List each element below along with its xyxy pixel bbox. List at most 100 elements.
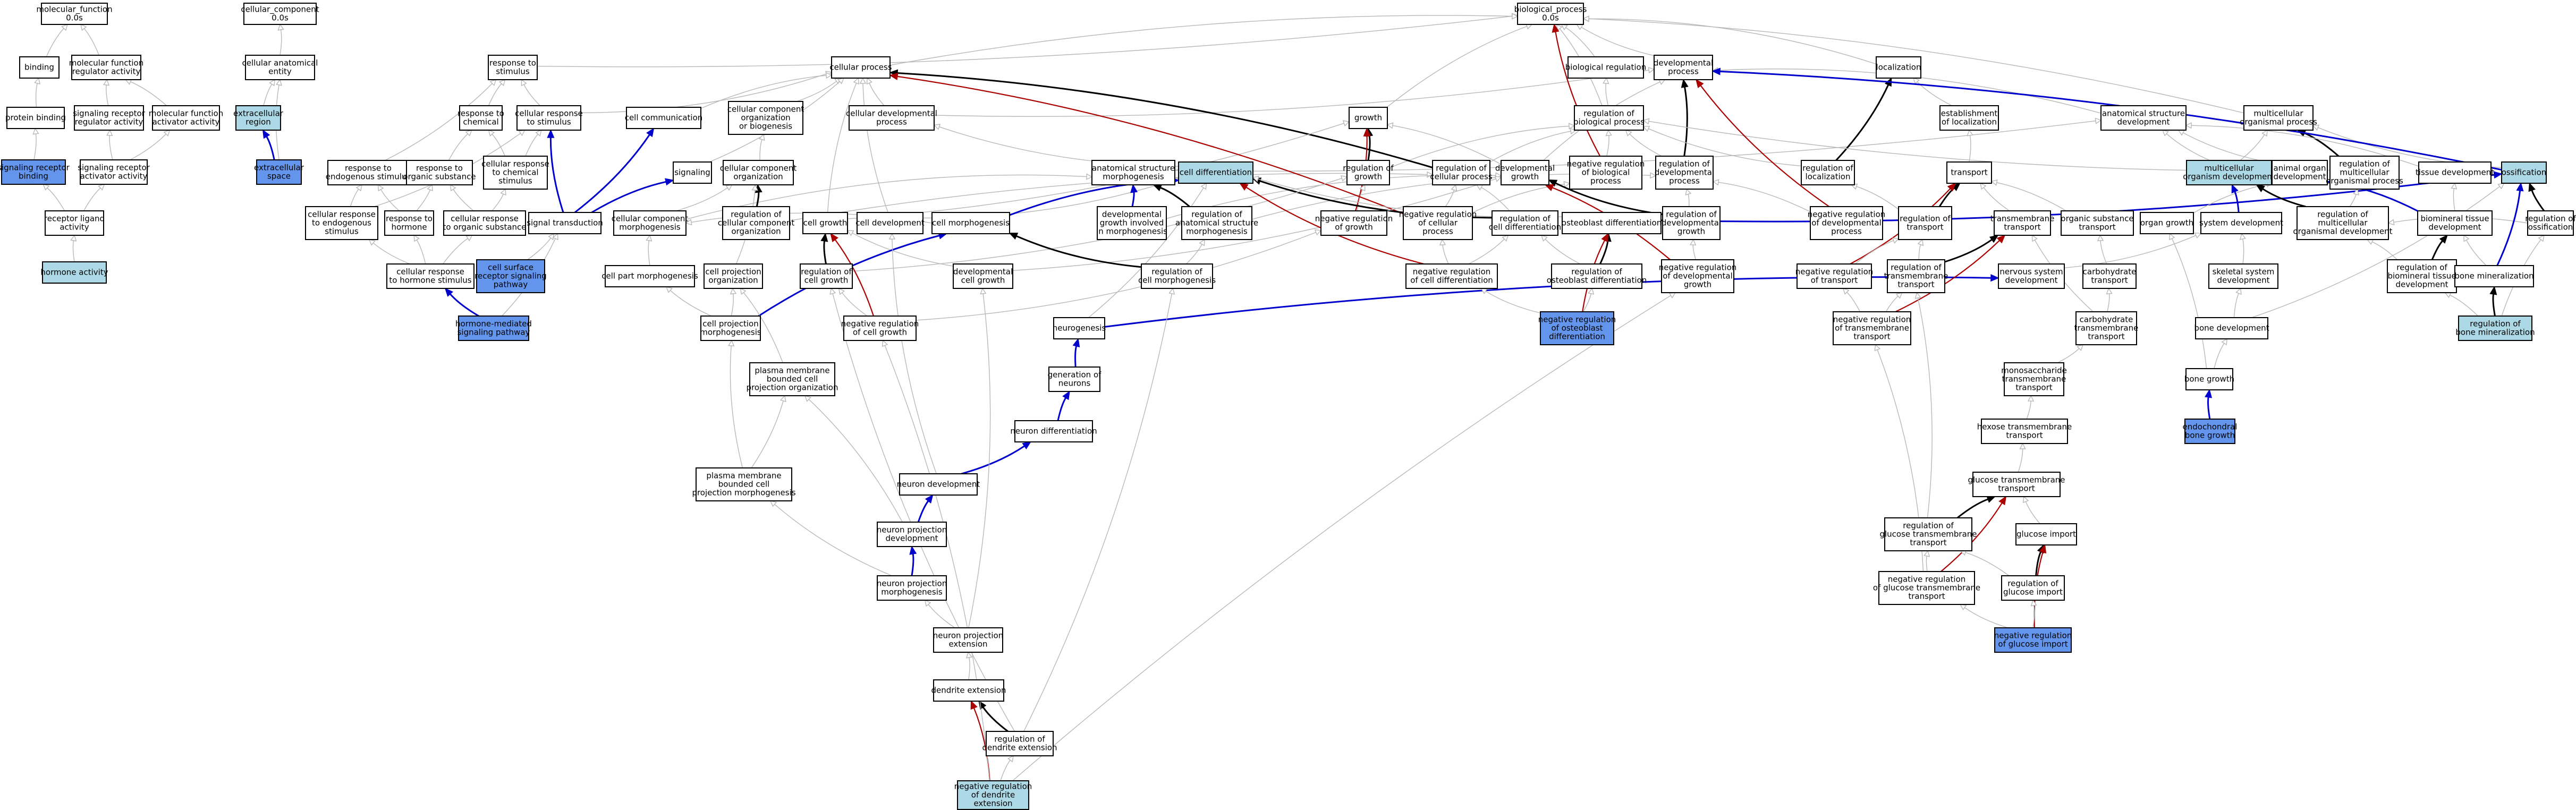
go-term-localiz[interactable]: localization [1876,56,1921,79]
go-term-neurondev[interactable]: neuron development [897,473,980,496]
go-term-ossif[interactable]: ossification [2501,161,2547,184]
go-term-glucoseimport[interactable]: glucose import [2015,523,2077,545]
go-term-bonedev[interactable]: bone development [2194,317,2269,339]
go-term-sysdev[interactable]: system development [2199,212,2283,234]
go-term-neurondiff[interactable]: neuron differentiation [1010,420,1097,442]
go-term-celldev[interactable]: cell development [855,212,925,234]
go-term-cellgrowth[interactable]: cell growth [802,212,848,234]
go-term-cellproc[interactable]: cellular process [829,56,892,79]
go-term-cellpartmorph[interactable]: cell part morphogenesis [601,265,698,287]
go-term-dendriteext[interactable]: dendrite extension [931,679,1006,702]
go-term-cellmorph[interactable]: cell morphogenesis [931,212,1010,234]
go-term-growth[interactable]: growth [1349,107,1388,129]
go-term-bonegrowth[interactable]: bone growth [2184,368,2234,390]
go-term-neurogenesis[interactable]: neurogenesis [1053,317,1106,339]
go-term-protbind[interactable]: protein binding [5,107,66,129]
go-term-signaling[interactable]: signaling [673,161,712,184]
go-term-sigtrans[interactable]: signal transduction [527,212,603,234]
go-term-hormone[interactable]: hormone activity [40,261,108,284]
go-term-osteodiff[interactable]: osteoblast differentiation [1562,212,1662,234]
go-term-transport[interactable]: transport [1946,161,1992,184]
go-term-binding[interactable]: binding [19,56,60,79]
go-term-biolreg[interactable]: biological regulation [1565,56,1646,79]
go-term-bonemin[interactable]: bone mineralization [2454,265,2534,287]
